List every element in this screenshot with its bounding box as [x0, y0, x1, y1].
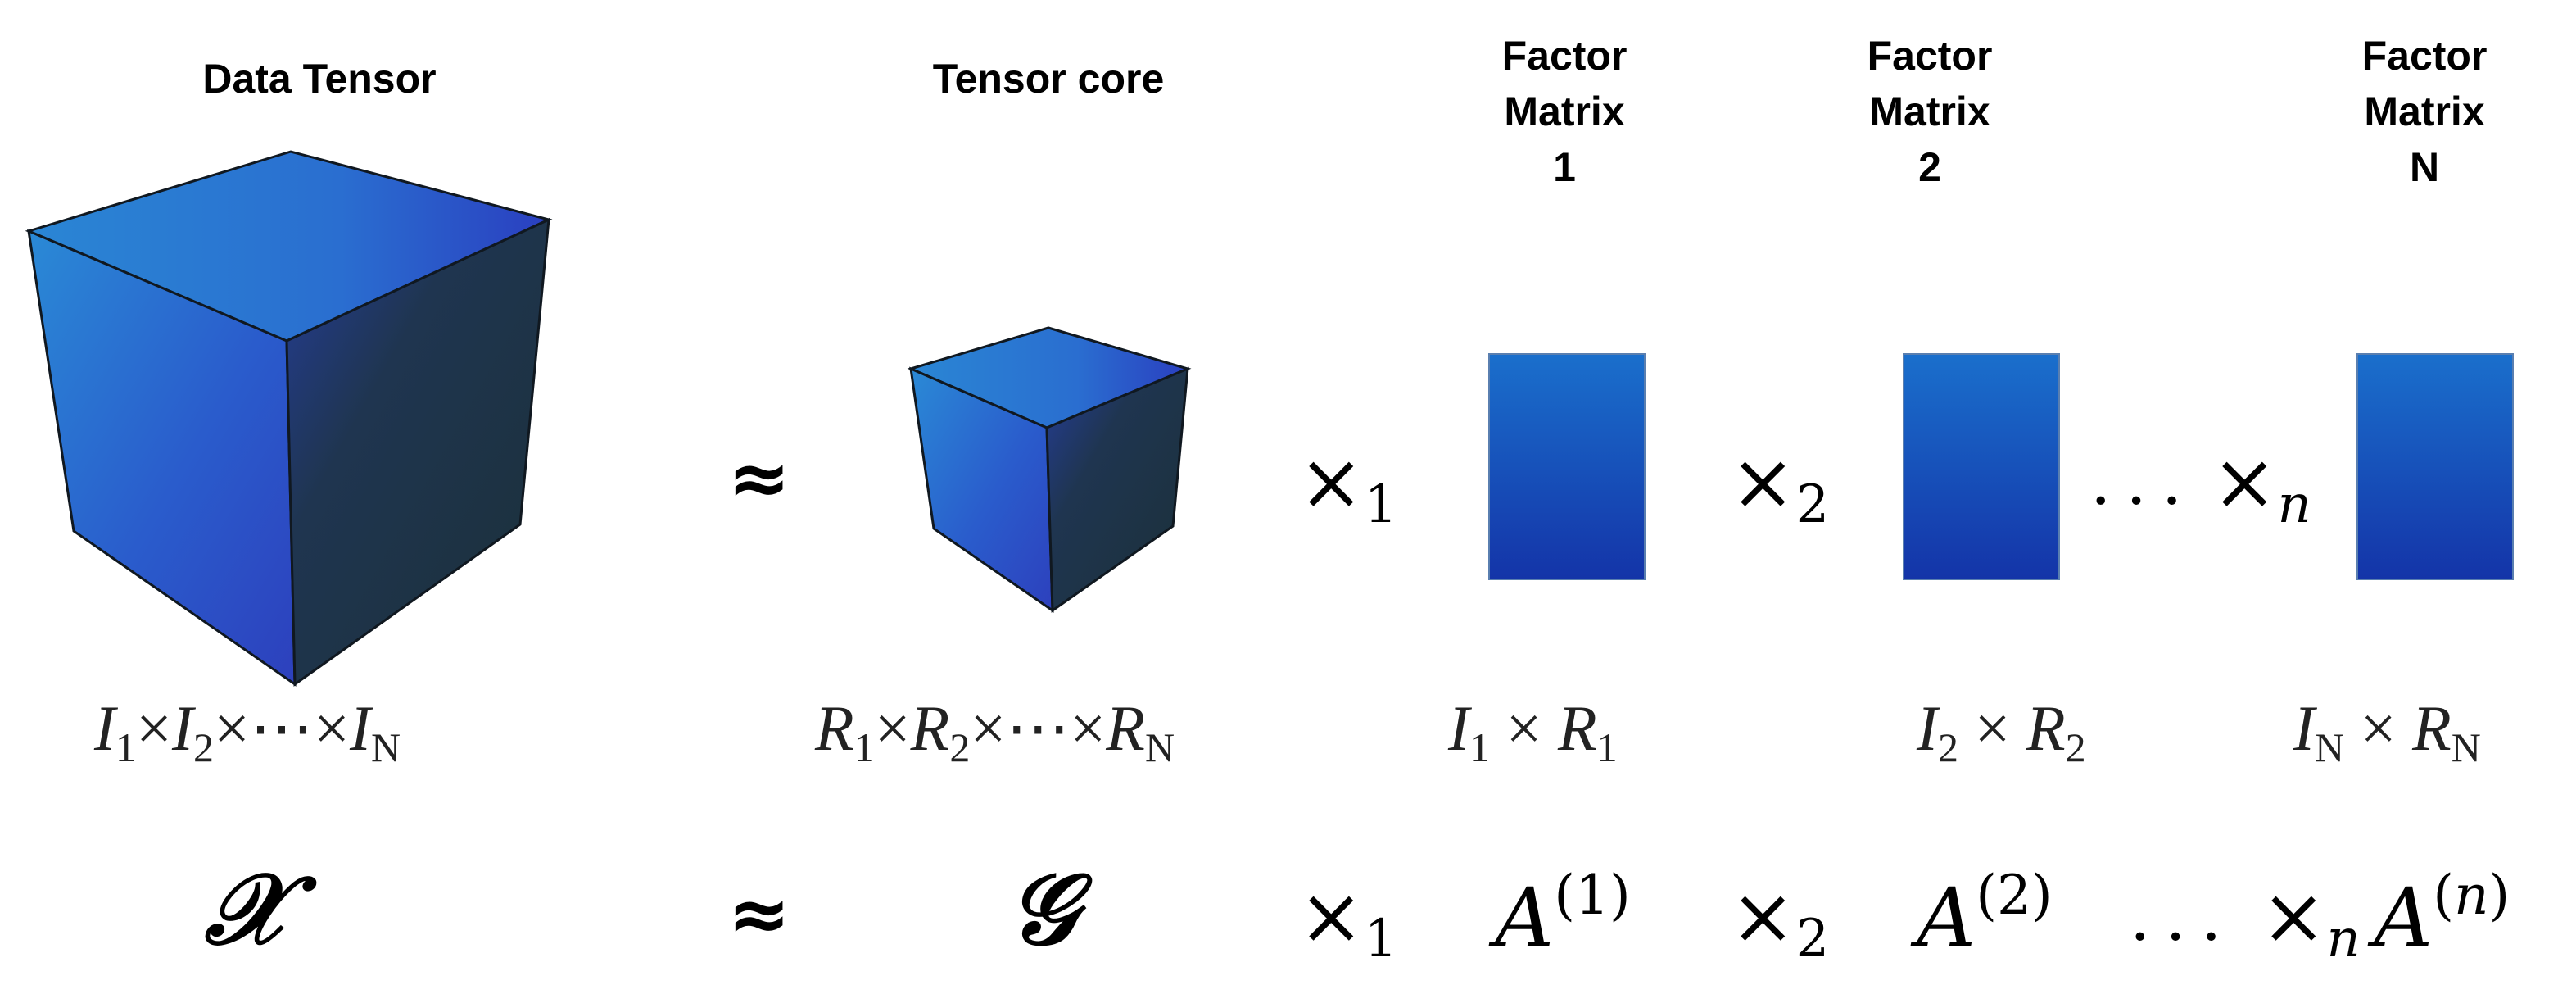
mode-2-product-middle: ×2: [1730, 443, 1829, 531]
factor-letter: A: [2374, 870, 2433, 966]
header-data-tensor: Data Tensor: [188, 51, 450, 107]
dim-times: ×: [135, 692, 172, 764]
dim-times: ×: [2360, 692, 2397, 764]
dim-symbol: I: [1917, 692, 1938, 764]
header-factor-1-line-2: Matrix: [1504, 89, 1625, 134]
header-tensor-core-label: Tensor core: [932, 56, 1165, 102]
approx-symbol-middle: ≈: [727, 434, 791, 522]
data-tensor-cube: [25, 150, 553, 687]
dim-symbol: I: [2293, 692, 2315, 764]
dim-symbol: R: [2412, 692, 2452, 764]
header-factor-1-line-3: 1: [1553, 144, 1576, 190]
header-factor-2-line-2: Matrix: [1869, 89, 1990, 134]
factor-superscript: (2): [1976, 864, 2053, 927]
approx-symbol-bottom: ≈: [727, 870, 791, 958]
tensor-core-cube: [907, 326, 1192, 613]
dim-times: ×: [1505, 692, 1542, 764]
factor-matrix-2-symbol: A(2): [1917, 869, 2053, 960]
times-symbol: ×: [1298, 870, 1365, 962]
header-factor-n-line-1: Factor: [2361, 33, 2488, 79]
mode-subscript: n: [2326, 909, 2361, 969]
dim-symbol: R: [910, 692, 950, 764]
header-factor-matrix-2: Factor Matrix 2: [1823, 28, 2036, 195]
data-tensor-side-face: [285, 217, 550, 687]
dim-subscript: 1: [1469, 724, 1490, 770]
dim-subscript: 2: [192, 724, 214, 770]
data-tensor-dimensions: I1×I2×⋯×IN: [94, 697, 401, 770]
factor-matrix-n-rect: [2356, 353, 2514, 580]
dim-ellipsis: ×⋯×: [213, 692, 350, 764]
dim-subscript: 2: [1937, 724, 1958, 770]
header-factor-n-line-3: N: [2409, 144, 2440, 190]
dim-symbol: R: [2026, 692, 2066, 764]
dim-subscript: 1: [853, 724, 875, 770]
dim-symbol: I: [349, 692, 371, 764]
mode-2-product-bottom: ×2: [1730, 877, 1829, 965]
ellipsis-middle: ...: [2090, 443, 2198, 520]
dim-symbol: I: [171, 692, 193, 764]
tensor-core-symbol: 𝒢: [1007, 851, 1078, 967]
header-factor-2-line-1: Factor: [1867, 33, 1993, 79]
dim-times: ×: [874, 692, 911, 764]
factor-matrix-n-symbol: A(n): [2374, 869, 2510, 960]
superscript-open-paren: (: [2433, 864, 2454, 927]
dim-symbol: I: [94, 692, 115, 764]
mode-subscript: 1: [1364, 909, 1398, 969]
header-factor-matrix-1: Factor Matrix 1: [1458, 28, 1671, 195]
mode-n-product-middle: ×n: [2212, 443, 2311, 531]
dim-subscript: N: [2451, 724, 2481, 770]
header-factor-1-line-1: Factor: [1501, 33, 1628, 79]
header-tensor-core: Tensor core: [885, 51, 1212, 107]
header-factor-matrix-n: Factor Matrix N: [2318, 28, 2531, 195]
tensor-core-dimensions: R1×R2×⋯×RN: [815, 697, 1175, 770]
mode-n-product-bottom: ×n: [2261, 877, 2361, 965]
dim-subscript: 2: [2065, 724, 2086, 770]
data-tensor-symbol: 𝒳: [205, 851, 290, 967]
dim-subscript: N: [370, 724, 401, 770]
dim-symbol: R: [1557, 692, 1597, 764]
factor-matrix-1-rect: [1488, 353, 1646, 580]
mode-subscript: 2: [1795, 909, 1830, 969]
ellipsis-bottom: ...: [2130, 879, 2237, 955]
superscript-variable: n: [2453, 864, 2489, 927]
dim-subscript: N: [2314, 724, 2345, 770]
factor-matrix-2-rect: [1903, 353, 2060, 580]
dim-symbol: R: [815, 692, 854, 764]
header-factor-2-line-3: 2: [1918, 144, 1941, 190]
times-symbol: ×: [1730, 436, 1796, 528]
factor-letter: A: [1917, 870, 1976, 966]
header-data-tensor-label: Data Tensor: [202, 56, 437, 102]
times-symbol: ×: [2261, 870, 2327, 962]
factor-2-dimensions: I2 × R2: [1917, 697, 2086, 770]
factor-matrix-1-symbol: A(1): [1495, 869, 1631, 960]
times-symbol: ×: [1730, 870, 1796, 962]
factor-superscript: (n): [2433, 864, 2510, 927]
factor-1-dimensions: I1 × R1: [1448, 697, 1618, 770]
superscript-close-paren: ): [2488, 864, 2510, 927]
dim-ellipsis: ×⋯×: [970, 692, 1107, 764]
factor-letter: A: [1495, 870, 1555, 966]
dim-subscript: N: [1144, 724, 1175, 770]
mode-subscript: 1: [1364, 474, 1398, 535]
dim-subscript: 1: [1596, 724, 1618, 770]
mode-subscript: 2: [1795, 474, 1830, 535]
dim-subscript: 2: [949, 724, 971, 770]
factor-n-dimensions: IN × RN: [2293, 697, 2481, 770]
dim-times: ×: [1974, 692, 2011, 764]
times-symbol: ×: [1298, 436, 1365, 528]
mode-subscript: n: [2277, 474, 2311, 535]
mode-1-product-middle: ×1: [1298, 443, 1397, 531]
dim-symbol: I: [1448, 692, 1469, 764]
dim-symbol: R: [1106, 692, 1145, 764]
header-factor-n-line-2: Matrix: [2364, 89, 2485, 134]
dim-subscript: 1: [115, 724, 136, 770]
factor-superscript: (1): [1554, 864, 1631, 927]
times-symbol: ×: [2212, 436, 2278, 528]
tensor-core-side-face: [1045, 366, 1189, 613]
mode-1-product-bottom: ×1: [1298, 877, 1397, 965]
